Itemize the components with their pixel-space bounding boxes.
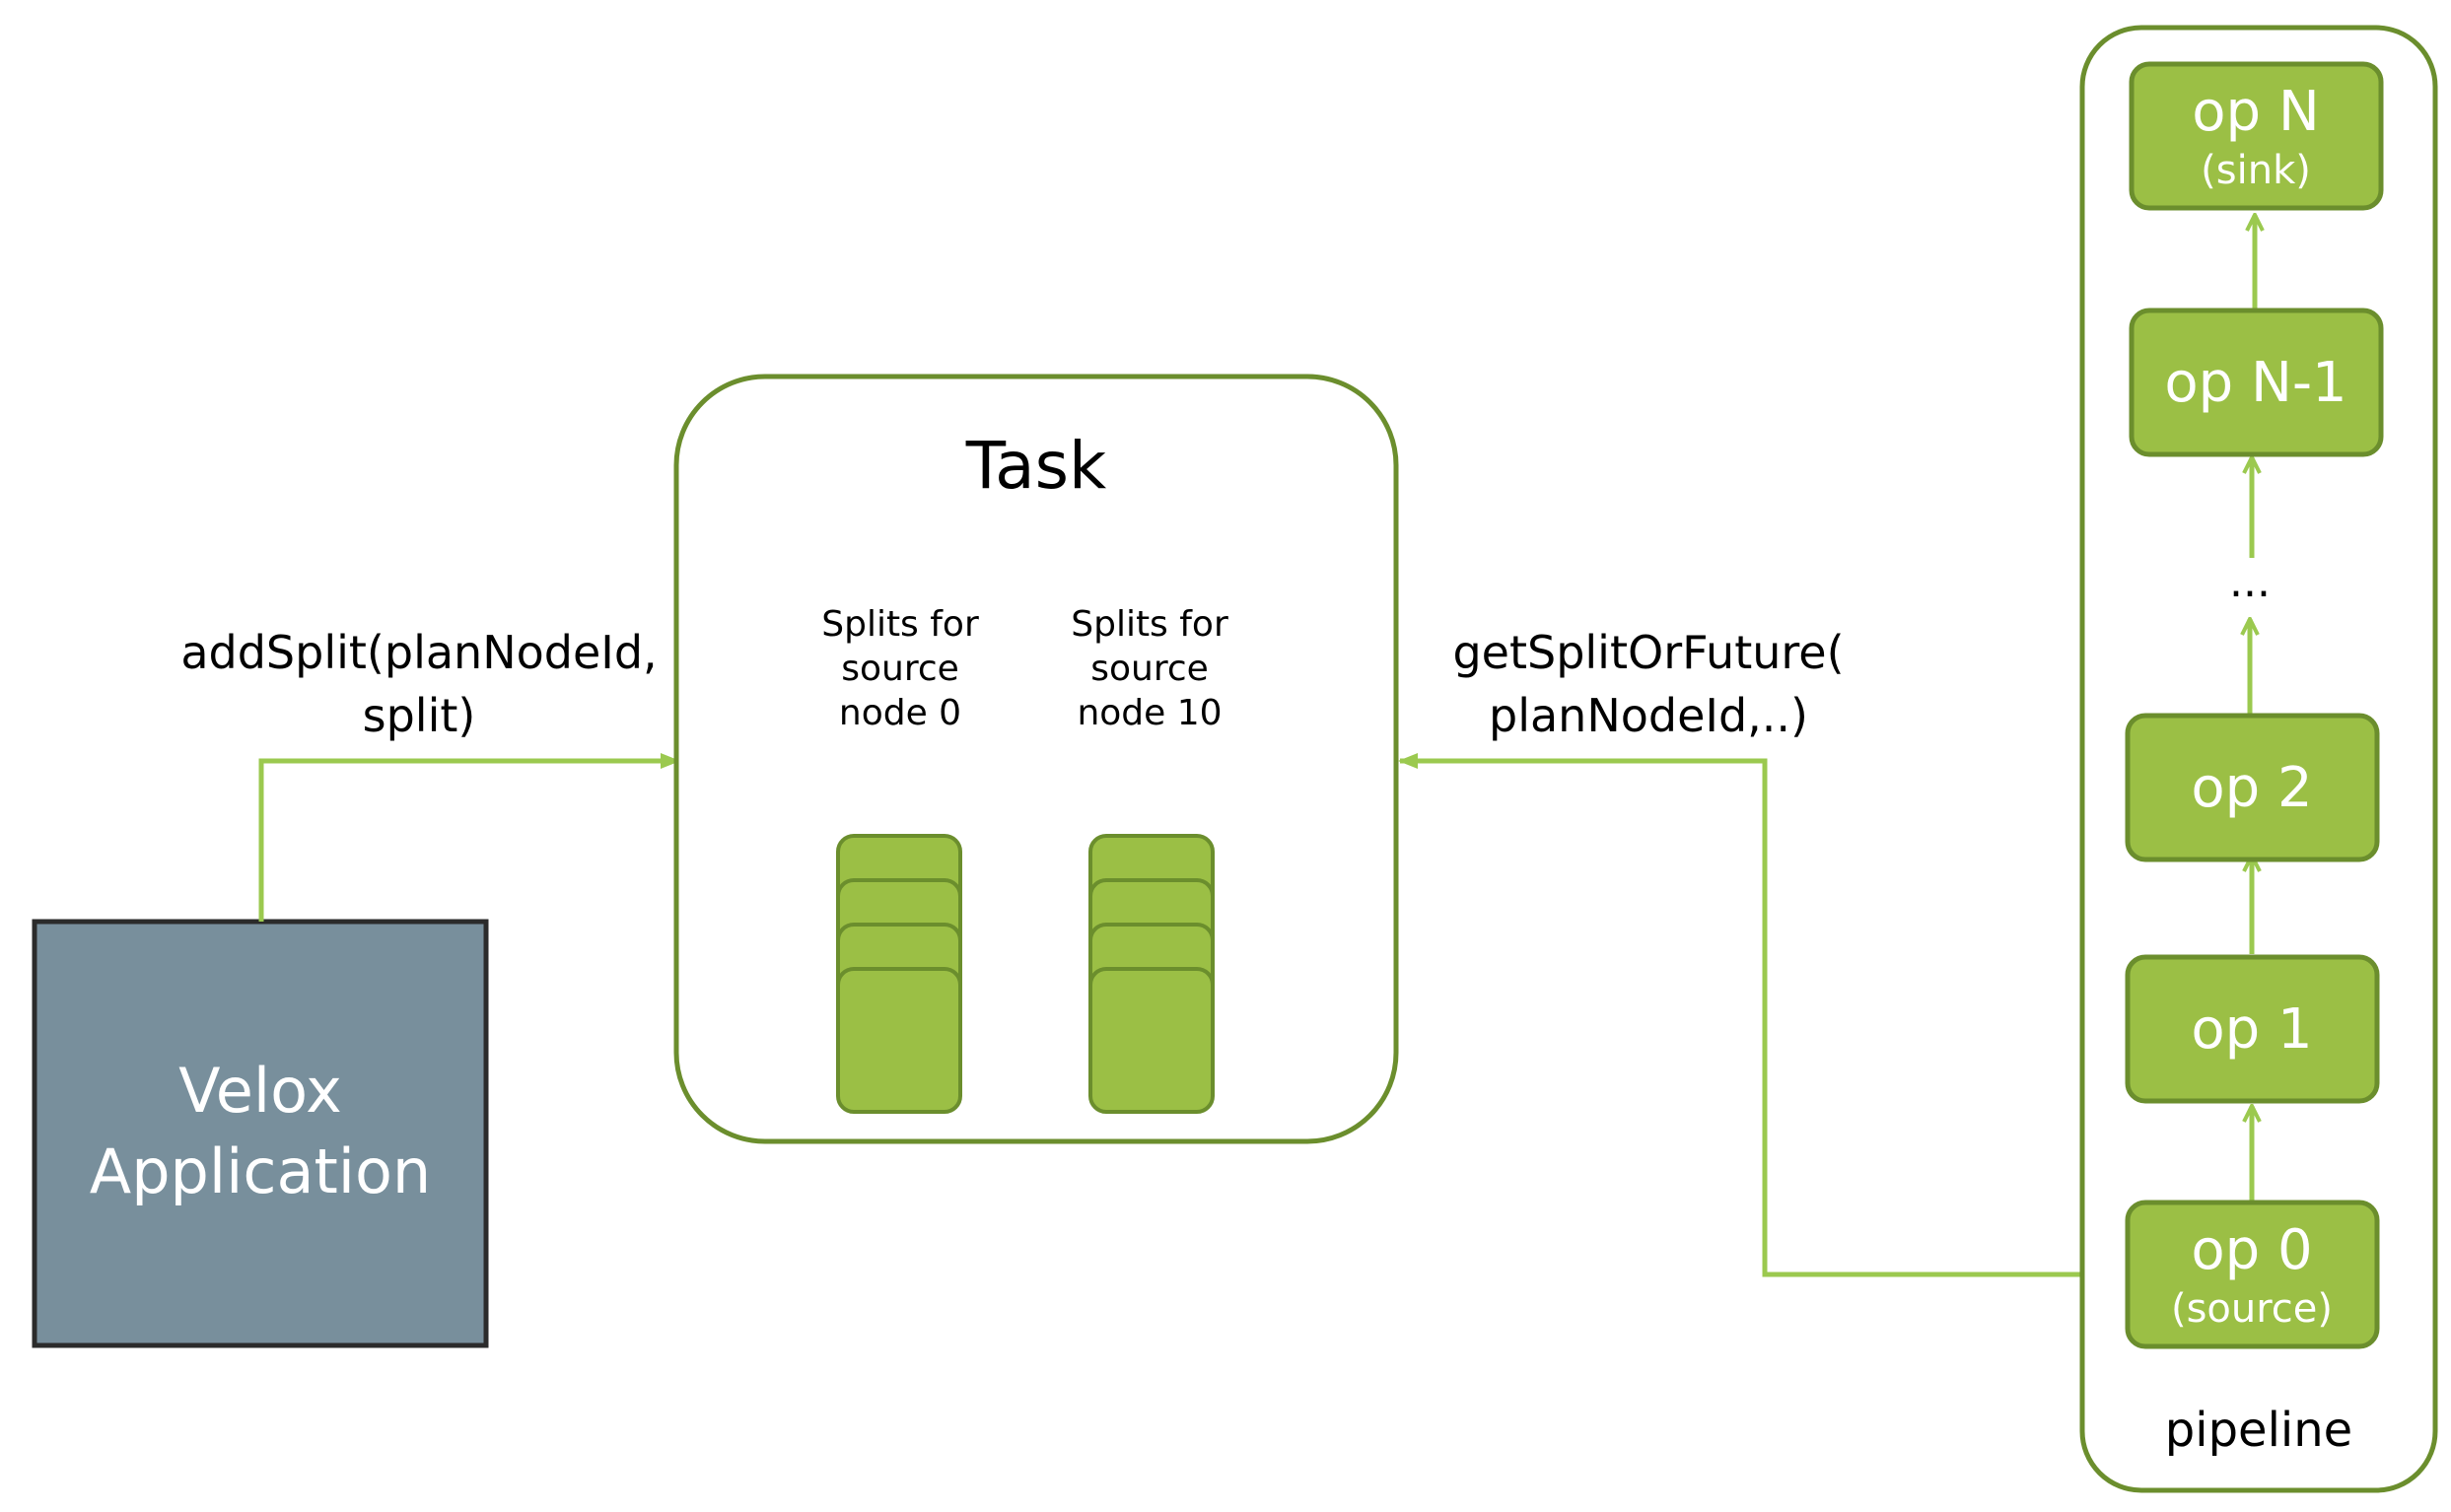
queue-0-label-line1: Splits for — [821, 604, 979, 645]
add-split-connector: addSplit(planNodeId, split) — [180, 626, 680, 922]
op-0-box: op 0 (source) — [2125, 1200, 2380, 1349]
op-0-label: op 0 — [2191, 1218, 2312, 1282]
get-split-label-line1: getSplitOrFuture( — [1452, 626, 1844, 679]
split-queue-node-0: Splits for source node 0 — [821, 604, 979, 1114]
add-split-label-line2: split) — [363, 689, 476, 742]
pipeline-label: pipeline — [2165, 1403, 2352, 1458]
queue-0-label-line2: source — [841, 649, 959, 689]
application-label-line1: Velox — [178, 1055, 342, 1127]
op-2-label: op 2 — [2191, 756, 2312, 820]
velox-application-box: Velox Application — [32, 919, 489, 1348]
add-split-label-line1: addSplit(planNodeId, — [180, 626, 657, 679]
queue-10-label-line1: Splits for — [1071, 604, 1228, 645]
get-split-arrow — [1398, 753, 2127, 1277]
op-n-label: op N — [2192, 80, 2320, 144]
pipeline-box: pipeline ... op N (sink) op N-1 op 2 op … — [2079, 25, 2438, 1493]
op-2-box: op 2 — [2125, 713, 2380, 862]
queue-0-label-line3: node 0 — [839, 693, 961, 733]
op-n-minus-1-box: op N-1 — [2129, 308, 2384, 457]
application-label-line2: Application — [90, 1135, 431, 1207]
op-1-label: op 1 — [2191, 997, 2312, 1062]
op-0-sublabel: (source) — [2171, 1286, 2333, 1332]
pipeline-ellipsis: ... — [2229, 557, 2271, 607]
queue-10-label-line3: node 10 — [1077, 693, 1222, 733]
op-n-sublabel: (sink) — [2201, 148, 2311, 193]
split-card — [836, 967, 962, 1114]
op-1-box: op 1 — [2125, 954, 2380, 1104]
op-n-minus-1-label: op N-1 — [2164, 351, 2346, 415]
get-split-connector: getSplitOrFuture( planNodeId,..) — [1398, 626, 2127, 1277]
split-queue-node-10: Splits for source node 10 — [1071, 604, 1228, 1114]
queue-10-label-line2: source — [1090, 649, 1209, 689]
task-title: Task — [965, 428, 1107, 504]
split-card — [1088, 967, 1215, 1114]
get-split-label-line2: planNodeId,..) — [1489, 689, 1808, 742]
add-split-arrow — [258, 753, 680, 922]
task-box: Task Splits for source node 0 Splits for… — [673, 374, 1399, 1144]
op-n-box: op N (sink) — [2129, 61, 2384, 211]
